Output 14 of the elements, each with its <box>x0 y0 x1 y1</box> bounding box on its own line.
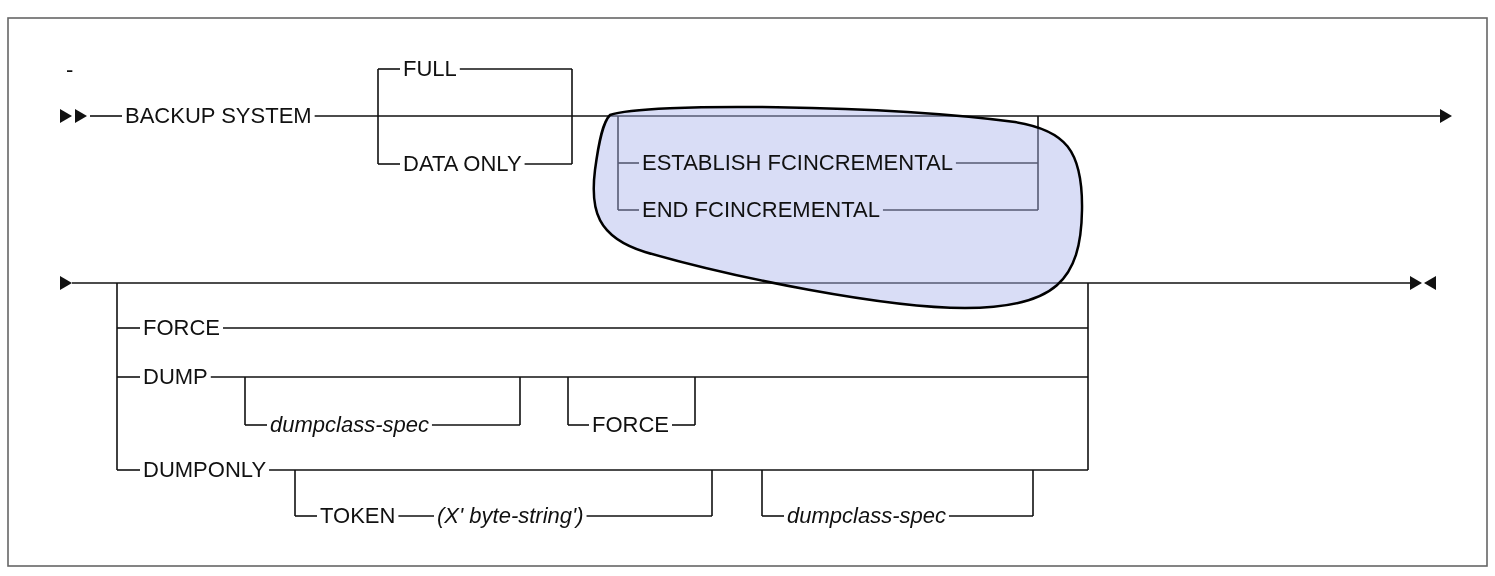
keyword-text: FORCE <box>143 315 220 341</box>
keyword-text: DUMPONLY <box>143 457 267 483</box>
variable-text: (X' byte-string') <box>437 503 584 529</box>
keyword-text: DATA ONLY <box>403 151 522 177</box>
variable-text: dumpclass-spec <box>787 503 946 529</box>
keyword-text: TOKEN <box>320 503 396 529</box>
keyword-text: FULL <box>403 56 457 82</box>
keyword-text: END FCINCREMENTAL <box>642 197 880 223</box>
dash-text: - <box>66 57 74 83</box>
variable-text: dumpclass-spec <box>270 412 429 438</box>
keyword-text: ESTABLISH FCINCREMENTAL <box>642 150 953 176</box>
keyword-text: DUMP <box>143 364 208 390</box>
keyword-text: BACKUP SYSTEM <box>125 103 312 129</box>
keyword-text: FORCE <box>592 412 669 438</box>
